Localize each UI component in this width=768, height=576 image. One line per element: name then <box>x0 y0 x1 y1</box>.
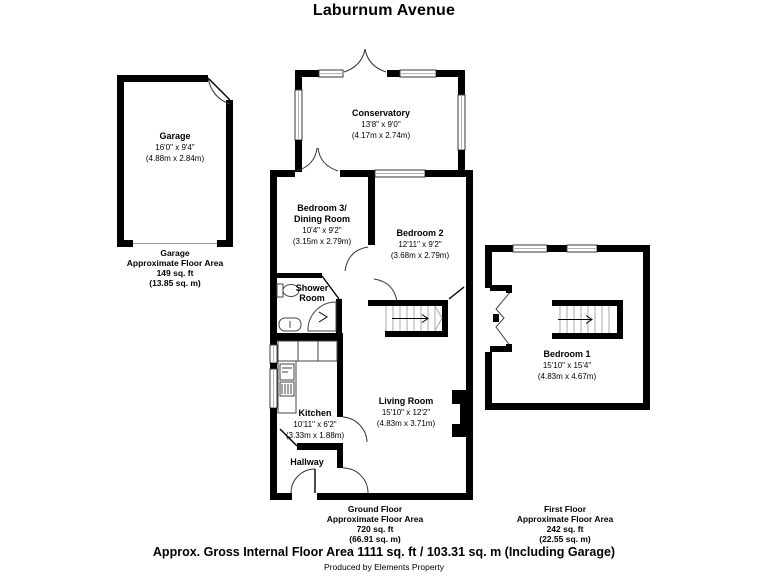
producer-credit: Produced by Elements Property <box>323 562 444 572</box>
window <box>399 69 437 78</box>
front-door-swing-icon <box>290 468 316 494</box>
room-dims-ft: 15'10" x 12'2" <box>381 408 431 417</box>
room-name: Shower <box>295 283 329 293</box>
stair-direction-arrow-icon <box>558 315 593 324</box>
garage-outline <box>117 75 233 247</box>
door-swing-icon <box>373 278 398 303</box>
door-leaf-icon <box>321 275 340 300</box>
room-name: Room <box>299 293 325 303</box>
oven-icon <box>279 363 295 381</box>
window <box>512 244 548 253</box>
room-name: Bedroom 1 <box>543 349 591 359</box>
drainer-icon <box>279 381 295 397</box>
toilet-icon <box>276 283 300 298</box>
ground-floor-area-summary: Ground Floor Approximate Floor Area 720 … <box>300 504 450 544</box>
living-room-label: Living Room 15'10" x 12'2" (4.83m x 3.71… <box>346 396 466 429</box>
area-sqft: 149 sq. ft <box>156 268 194 278</box>
room-name: Living Room <box>378 396 434 406</box>
area-subtitle: Approximate Floor Area <box>126 258 224 268</box>
room-dims-m: (3.15m x 2.79m) <box>292 237 352 246</box>
room-dims-ft: 16'0" x 9'4" <box>155 143 195 152</box>
gross-area-summary: Approx. Gross Internal Floor Area 1111 s… <box>152 545 616 559</box>
area-sqft: 720 sq. ft <box>356 524 394 534</box>
room-dims-m: (3.33m x 1.88m) <box>285 431 345 440</box>
bedroom3-dining-room-label: Bedroom 3/ Dining Room 10'4" x 9'2" (3.1… <box>262 203 382 247</box>
conservatory-room-label: Conservatory 13'8" x 9'0" (4.17m x 2.74m… <box>320 108 442 141</box>
room-dims-ft: 15'10" x 15'4" <box>542 361 592 370</box>
staircase-icon <box>368 300 448 337</box>
area-sqm: (13.85 sq. m) <box>149 278 201 288</box>
conservatory-outline <box>294 48 466 172</box>
shower-room-label: Shower Room <box>283 283 341 303</box>
window <box>318 69 344 78</box>
room-dims-m: (3.68m x 2.79m) <box>390 251 450 260</box>
window <box>294 89 303 141</box>
bedroom1-room-label: Bedroom 1 15'10" x 15'4" (4.83m x 4.67m) <box>507 349 627 382</box>
shower-icon <box>307 301 337 332</box>
dormer-bay-icon <box>490 285 512 352</box>
window <box>269 344 278 364</box>
area-subtitle: Approximate Floor Area <box>516 514 614 524</box>
door-leaf-icon <box>448 286 465 300</box>
sink-icon <box>278 317 302 332</box>
area-title: First Floor <box>543 504 587 514</box>
ground-floor-outline <box>269 147 473 500</box>
room-dims-m: (4.83m x 4.67m) <box>537 372 597 381</box>
hallway-room-label: Hallway <box>277 457 337 468</box>
window <box>374 169 426 178</box>
page-title: Laburnum Avenue <box>312 2 456 19</box>
first-floor-outline <box>485 244 650 410</box>
area-sqm: (66.91 sq. m) <box>349 534 401 544</box>
room-name: Hallway <box>290 457 324 467</box>
room-dims-ft: 10'11" x 6'2" <box>293 420 337 429</box>
chimney-breast <box>452 390 473 437</box>
garage-room-label: Garage 16'0" x 9'4" (4.88m x 2.84m) <box>115 131 235 164</box>
room-name: Dining Room <box>294 214 350 224</box>
door-swing-icon <box>344 246 369 272</box>
door-leaf-icon <box>279 428 298 447</box>
room-dims-ft: 13'8" x 9'0" <box>361 120 401 129</box>
ground-floor-interior <box>270 177 465 494</box>
bedroom2-room-label: Bedroom 2 12'11" x 9'2" (3.68m x 2.79m) <box>360 228 480 261</box>
garage-door-swing-icon <box>207 77 231 105</box>
area-title: Ground Floor <box>347 504 403 514</box>
area-sqm: (22.55 sq. m) <box>539 534 591 544</box>
kitchen-room-label: Kitchen 10'11" x 6'2" (3.33m x 1.88m) <box>255 408 375 441</box>
window <box>457 94 466 151</box>
first-floor-area-summary: First Floor Approximate Floor Area 242 s… <box>490 504 640 544</box>
kitchen-counter-icon <box>277 340 338 414</box>
area-title: Garage <box>160 248 190 258</box>
french-doors-swing-icon <box>296 147 339 172</box>
door-swing-icon <box>342 416 368 443</box>
room-dims-ft: 10'4" x 9'2" <box>302 226 342 235</box>
room-name: Bedroom 3/ <box>297 203 347 213</box>
door-swing-icon <box>342 467 369 494</box>
room-name: Kitchen <box>298 408 332 418</box>
staircase-icon <box>552 300 623 339</box>
room-name: Bedroom 2 <box>396 228 444 238</box>
window <box>269 368 278 409</box>
area-subtitle: Approximate Floor Area <box>326 514 424 524</box>
room-dims-ft: 12'11" x 9'2" <box>398 240 442 249</box>
room-name: Garage <box>159 131 191 141</box>
window <box>566 244 598 253</box>
room-name: Conservatory <box>351 108 411 118</box>
room-dims-m: (4.17m x 2.74m) <box>351 131 411 140</box>
area-sqft: 242 sq. ft <box>546 524 584 534</box>
garage-area-summary: Garage Approximate Floor Area 149 sq. ft… <box>100 248 250 288</box>
french-doors-swing-icon <box>343 48 387 73</box>
room-dims-m: (4.83m x 3.71m) <box>376 419 436 428</box>
stair-direction-arrow-icon <box>392 314 429 323</box>
room-dims-m: (4.88m x 2.84m) <box>145 154 205 163</box>
